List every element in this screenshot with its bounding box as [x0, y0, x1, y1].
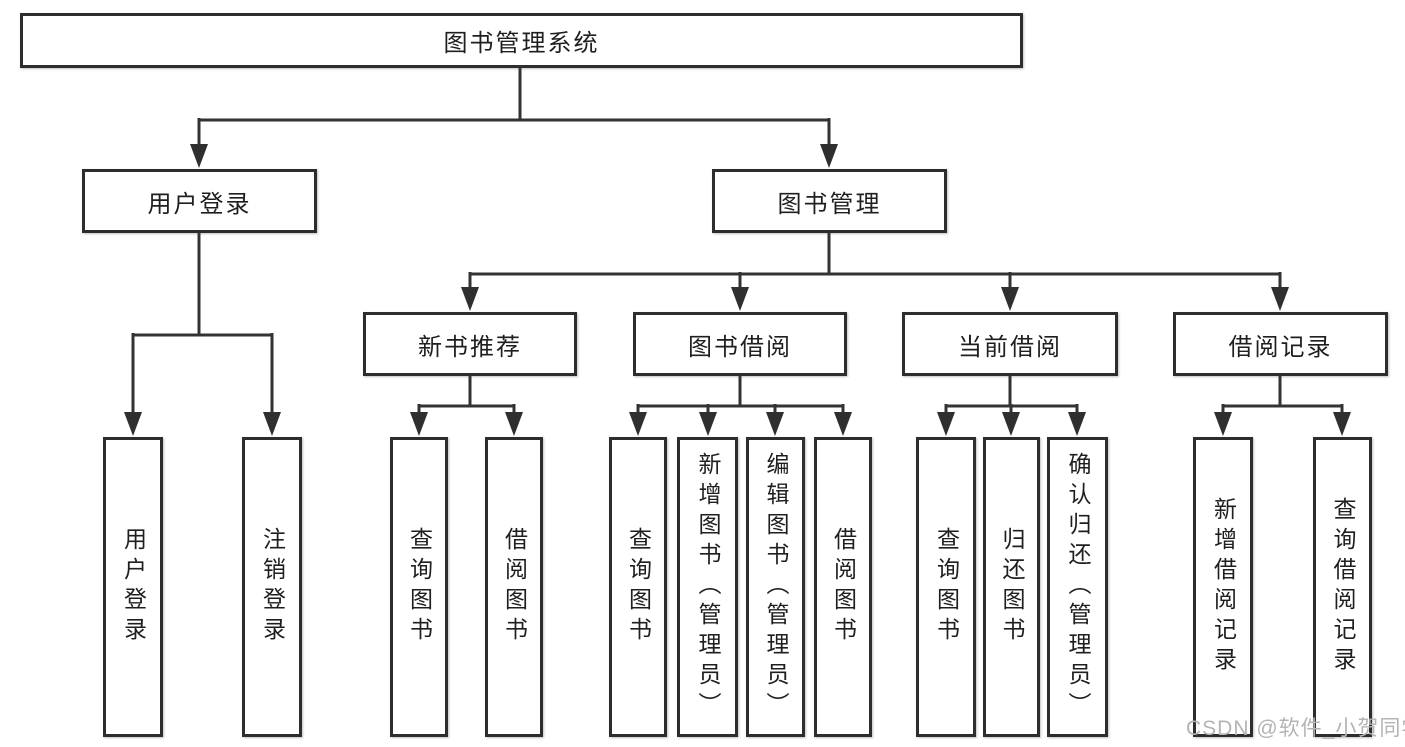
node-book-borrowing: 图书借阅 [633, 312, 847, 376]
leaf-label: 查询借阅记录 [1330, 497, 1356, 677]
node-current-borrowing: 当前借阅 [902, 312, 1118, 376]
leaf-label: 新增图书（管理员） [695, 452, 721, 722]
connector-new-book-recommend [410, 375, 523, 436]
node-user-login: 用户登录 [82, 169, 317, 233]
connector-root [190, 67, 838, 168]
leaf-label: 归还图书 [999, 527, 1025, 647]
node-label: 图书借阅 [688, 333, 792, 361]
leaf-query-books-3: 查询图书 [916, 437, 976, 737]
leaf-confirm-return-admin: 确认归还（管理员） [1047, 437, 1108, 737]
leaf-label: 借阅图书 [830, 527, 857, 647]
node-borrowing-records: 借阅记录 [1173, 312, 1388, 376]
watermark-text: CSDN @软件_小贺同学 [1186, 717, 1405, 740]
leaf-label: 查询图书 [406, 527, 433, 647]
leaf-label: 确认归还（管理员） [1065, 452, 1091, 722]
leaf-label: 查询图书 [933, 527, 960, 647]
node-label: 图书管理系统 [443, 30, 600, 57]
leaf-label: 用户登录 [120, 527, 147, 647]
leaf-add-book-admin: 新增图书（管理员） [677, 437, 738, 737]
node-book-management: 图书管理 [712, 169, 947, 233]
leaf-add-borrow-record: 新增借阅记录 [1193, 437, 1253, 737]
leaf-borrow-books-1: 借阅图书 [485, 437, 543, 737]
leaf-label: 编辑图书（管理员） [763, 452, 789, 722]
node-label: 用户登录 [147, 190, 252, 218]
leaf-label: 注销登录 [259, 527, 286, 647]
leaf-logout: 注销登录 [242, 437, 302, 737]
node-new-book-recommend: 新书推荐 [363, 312, 577, 376]
connector-current-borrowing [937, 375, 1086, 436]
leaf-label: 新增借阅记录 [1210, 497, 1237, 677]
connector-user-login [124, 232, 281, 436]
connector-book-management [461, 232, 1289, 311]
leaf-query-books-2: 查询图书 [609, 437, 667, 737]
leaf-label: 借阅图书 [501, 527, 528, 647]
leaf-query-books-1: 查询图书 [390, 437, 448, 737]
connector-borrowing-records [1214, 375, 1351, 436]
leaf-query-borrow-record: 查询借阅记录 [1313, 437, 1372, 737]
node-label: 当前借阅 [958, 333, 1062, 361]
leaf-return-book: 归还图书 [983, 437, 1040, 737]
node-label: 图书管理 [777, 190, 882, 218]
leaf-borrow-books-2: 借阅图书 [814, 437, 872, 737]
node-library-management-system: 图书管理系统 [20, 13, 1023, 68]
node-label: 新书推荐 [418, 333, 522, 361]
leaf-edit-book-admin: 编辑图书（管理员） [746, 437, 805, 737]
node-label: 借阅记录 [1228, 333, 1333, 361]
connector-book-borrowing [629, 375, 852, 436]
leaf-label: 查询图书 [625, 527, 652, 647]
leaf-user-login: 用户登录 [103, 437, 163, 737]
